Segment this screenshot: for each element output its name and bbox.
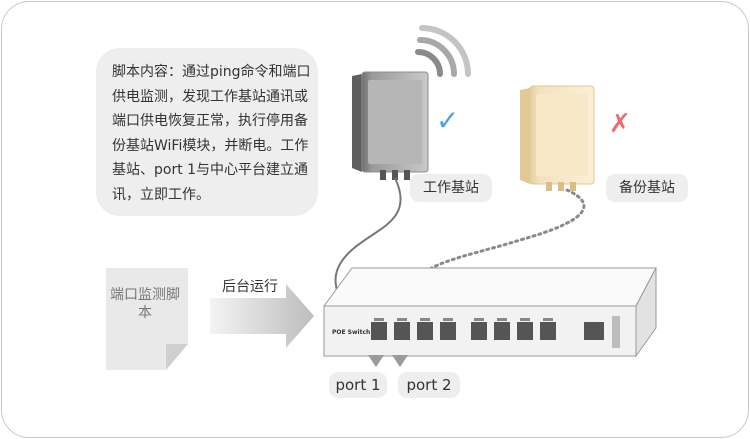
script-document-label: 端口监测脚本 [110,287,180,321]
poe-switch [323,267,657,358]
port2-pointer [392,355,408,367]
work-station-label: 工作基站 [410,174,492,202]
port2-label: port 2 [398,372,460,398]
backup-station-device [520,85,595,191]
switch-label: POE Switch [332,329,371,336]
run-arrow-label: 后台运行 [222,279,278,295]
backup-station-label: 备份基站 [606,174,688,202]
run-arrow [210,284,314,348]
script-document-icon [106,268,188,370]
work-station-device [352,71,429,180]
wifi-signal-icon [415,25,471,77]
port1-pointer [368,355,384,367]
cross-mark-icon: ✗ [609,109,631,139]
description-bubble [96,48,318,216]
check-mark-icon: ✓ [436,104,460,137]
port1-label: port 1 [329,372,387,398]
description-text: 脚本内容：通过ping命令和端口供电监测，发现工作基站通讯或端口供电恢复正常，执… [112,64,311,203]
